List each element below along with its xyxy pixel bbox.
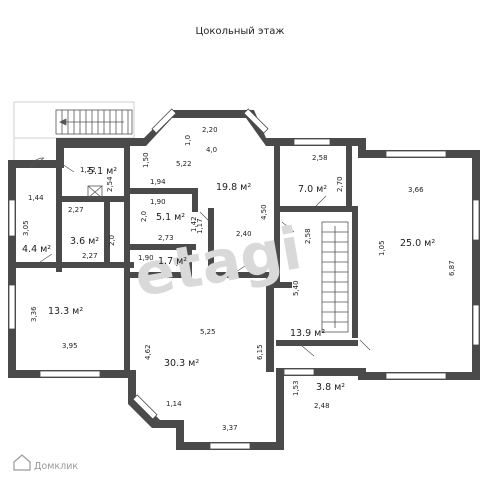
dim-1-53: 1,53: [292, 380, 300, 396]
dim-3-37: 3,37: [222, 424, 238, 432]
dim-1-42: 1,42: [190, 216, 198, 232]
dim-3-95: 3,95: [62, 342, 78, 350]
dim-1-90-b: 1,90: [138, 254, 154, 262]
dim-2-73: 2,73: [158, 234, 174, 242]
dim-2-27-a: 2,27: [68, 206, 84, 214]
dim-1-44: 1,44: [28, 194, 44, 202]
dim-1-50: 1,50: [142, 152, 150, 168]
dim-4-0: 4,0: [206, 146, 217, 154]
floor-plan-title: Цокольный этаж: [195, 26, 285, 37]
area-4-4: 4.4 м²: [22, 244, 51, 255]
dim-2-48: 2,48: [314, 402, 330, 410]
dim-2-27-b: 2,27: [82, 252, 98, 260]
doors: [29, 157, 371, 357]
dim-5-40: 5,40: [292, 280, 300, 296]
area-1-7: 1.7 м²: [158, 256, 187, 267]
dim-5-22: 5,22: [176, 160, 192, 168]
area-13-9: 13.9 м²: [290, 328, 325, 339]
area-7-0: 7.0 м²: [298, 184, 327, 195]
dim-1-94: 1,94: [150, 178, 166, 186]
area-5-1-b: 5.1 м²: [156, 212, 185, 223]
dim-3-36: 3,36: [30, 306, 38, 322]
room-labels: 1,22 5.1 м² 2,54 2,27 1,44 3,05 4.4 м² 3…: [22, 126, 456, 432]
porch-stairs: [55, 109, 133, 135]
dim-4-62: 4,62: [144, 344, 152, 360]
dim-2-0-a: 2,0: [108, 235, 116, 246]
area-30-3: 30.3 м²: [164, 358, 199, 369]
brand-text: Домклик: [34, 461, 78, 472]
dim-1-22: 1,22: [80, 166, 96, 174]
dim-1-17: 1,17: [196, 218, 204, 234]
brand-logo: Домклик: [13, 454, 78, 472]
dim-2-40: 2,40: [236, 230, 252, 238]
watermark-text: etagi: [130, 214, 307, 310]
dim-2-54: 2,54: [106, 176, 114, 192]
area-3-8: 3.8 м²: [316, 382, 345, 393]
dim-2-58-a: 2,58: [312, 154, 328, 162]
area-13-3: 13.3 м²: [48, 306, 83, 317]
house-icon: [13, 454, 31, 471]
dim-2-70: 2,70: [336, 176, 344, 192]
dim-2-20: 2,20: [202, 126, 218, 134]
dim-6-15: 6,15: [256, 344, 264, 360]
vent-box: [87, 185, 103, 199]
area-5-1-a: 5.1 м²: [88, 166, 117, 177]
dim-2-58-b: 2,58: [304, 228, 312, 244]
area-25-0: 25.0 м²: [400, 238, 435, 249]
interior-stairs: [321, 221, 349, 333]
dim-3-66: 3,66: [408, 186, 424, 194]
dim-4-50: 4,50: [260, 204, 268, 220]
dim-1-14: 1,14: [166, 400, 182, 408]
windows: [8, 108, 480, 450]
dim-1-05: 1,05: [378, 240, 386, 256]
dim-3-05: 3,05: [22, 220, 30, 236]
dim-6-87: 6,87: [448, 260, 456, 276]
dim-1-90-a: 1,90: [150, 198, 166, 206]
dim-1-0: 1,0: [184, 135, 192, 146]
dim-2-0-b: 2,0: [140, 211, 148, 222]
dim-5-25: 5,25: [200, 328, 216, 336]
area-19-8: 19.8 м²: [216, 182, 251, 193]
area-3-6: 3.6 м²: [70, 236, 99, 247]
